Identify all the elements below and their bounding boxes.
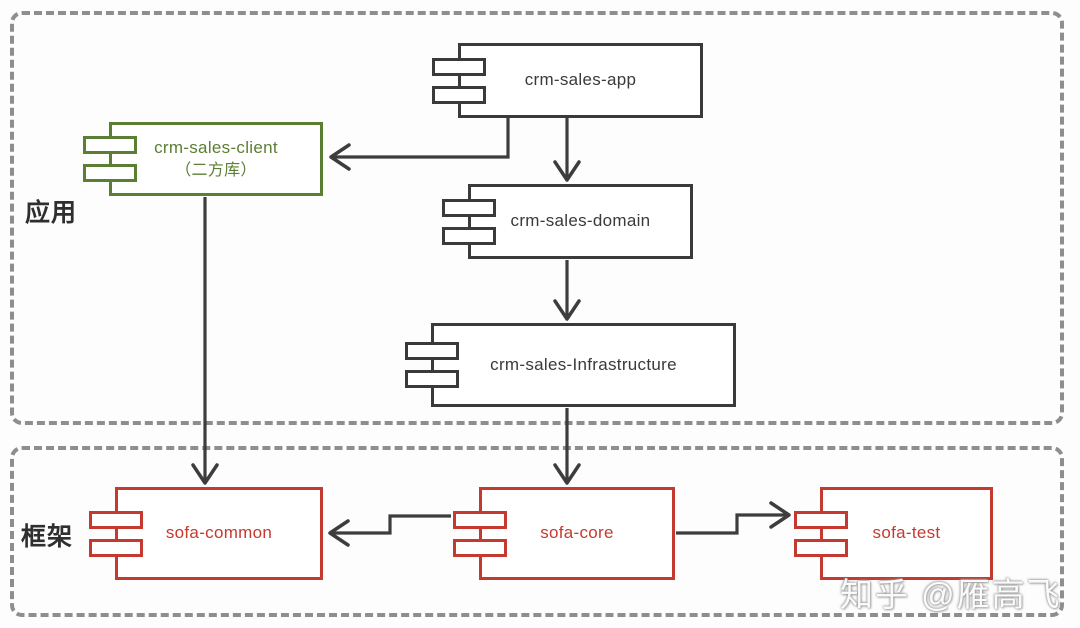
component-icon bbox=[405, 342, 459, 360]
component-icon bbox=[453, 538, 507, 557]
component-icon bbox=[794, 538, 848, 557]
component-label: crm-sales-client bbox=[154, 137, 278, 157]
component-crm-sales-app: crm-sales-app bbox=[432, 43, 703, 118]
component-icon bbox=[432, 85, 486, 104]
zhihu-watermark: 知乎 @雁高飞 bbox=[840, 576, 1062, 613]
component-label: crm-sales-domain bbox=[510, 211, 651, 231]
component-label: crm-sales-Infrastructure bbox=[490, 354, 677, 374]
component-icon bbox=[83, 164, 137, 182]
component-crm-sales-domain: crm-sales-domain bbox=[442, 184, 693, 259]
component-crm-sales-infrastructure: crm-sales-Infrastructure bbox=[405, 323, 736, 407]
component-icon bbox=[405, 370, 459, 388]
component-sofa-core: sofa-core bbox=[453, 487, 675, 580]
component-icon bbox=[89, 538, 143, 557]
component-sofa-common: sofa-common bbox=[89, 487, 323, 580]
component-label: sofa-core bbox=[540, 523, 614, 543]
component-icon bbox=[453, 510, 507, 529]
component-icon bbox=[442, 198, 496, 217]
component-icon bbox=[83, 136, 137, 154]
component-sofa-test: sofa-test bbox=[794, 487, 993, 580]
component-label: sofa-common bbox=[165, 523, 273, 543]
component-label: crm-sales-app bbox=[524, 70, 637, 90]
component-icon bbox=[442, 226, 496, 245]
component-crm-sales-client: crm-sales-client （二方库） bbox=[83, 122, 323, 196]
component-sublabel: （二方库） bbox=[175, 161, 257, 179]
framework-section-label: 框架 bbox=[21, 523, 74, 551]
component-icon bbox=[794, 510, 848, 529]
application-section-label: 应用 bbox=[25, 199, 78, 227]
component-icon bbox=[432, 57, 486, 76]
application-section-frame bbox=[10, 11, 1064, 425]
component-label: sofa-test bbox=[872, 523, 941, 543]
framework-section-frame bbox=[10, 446, 1064, 617]
component-icon bbox=[89, 510, 143, 529]
